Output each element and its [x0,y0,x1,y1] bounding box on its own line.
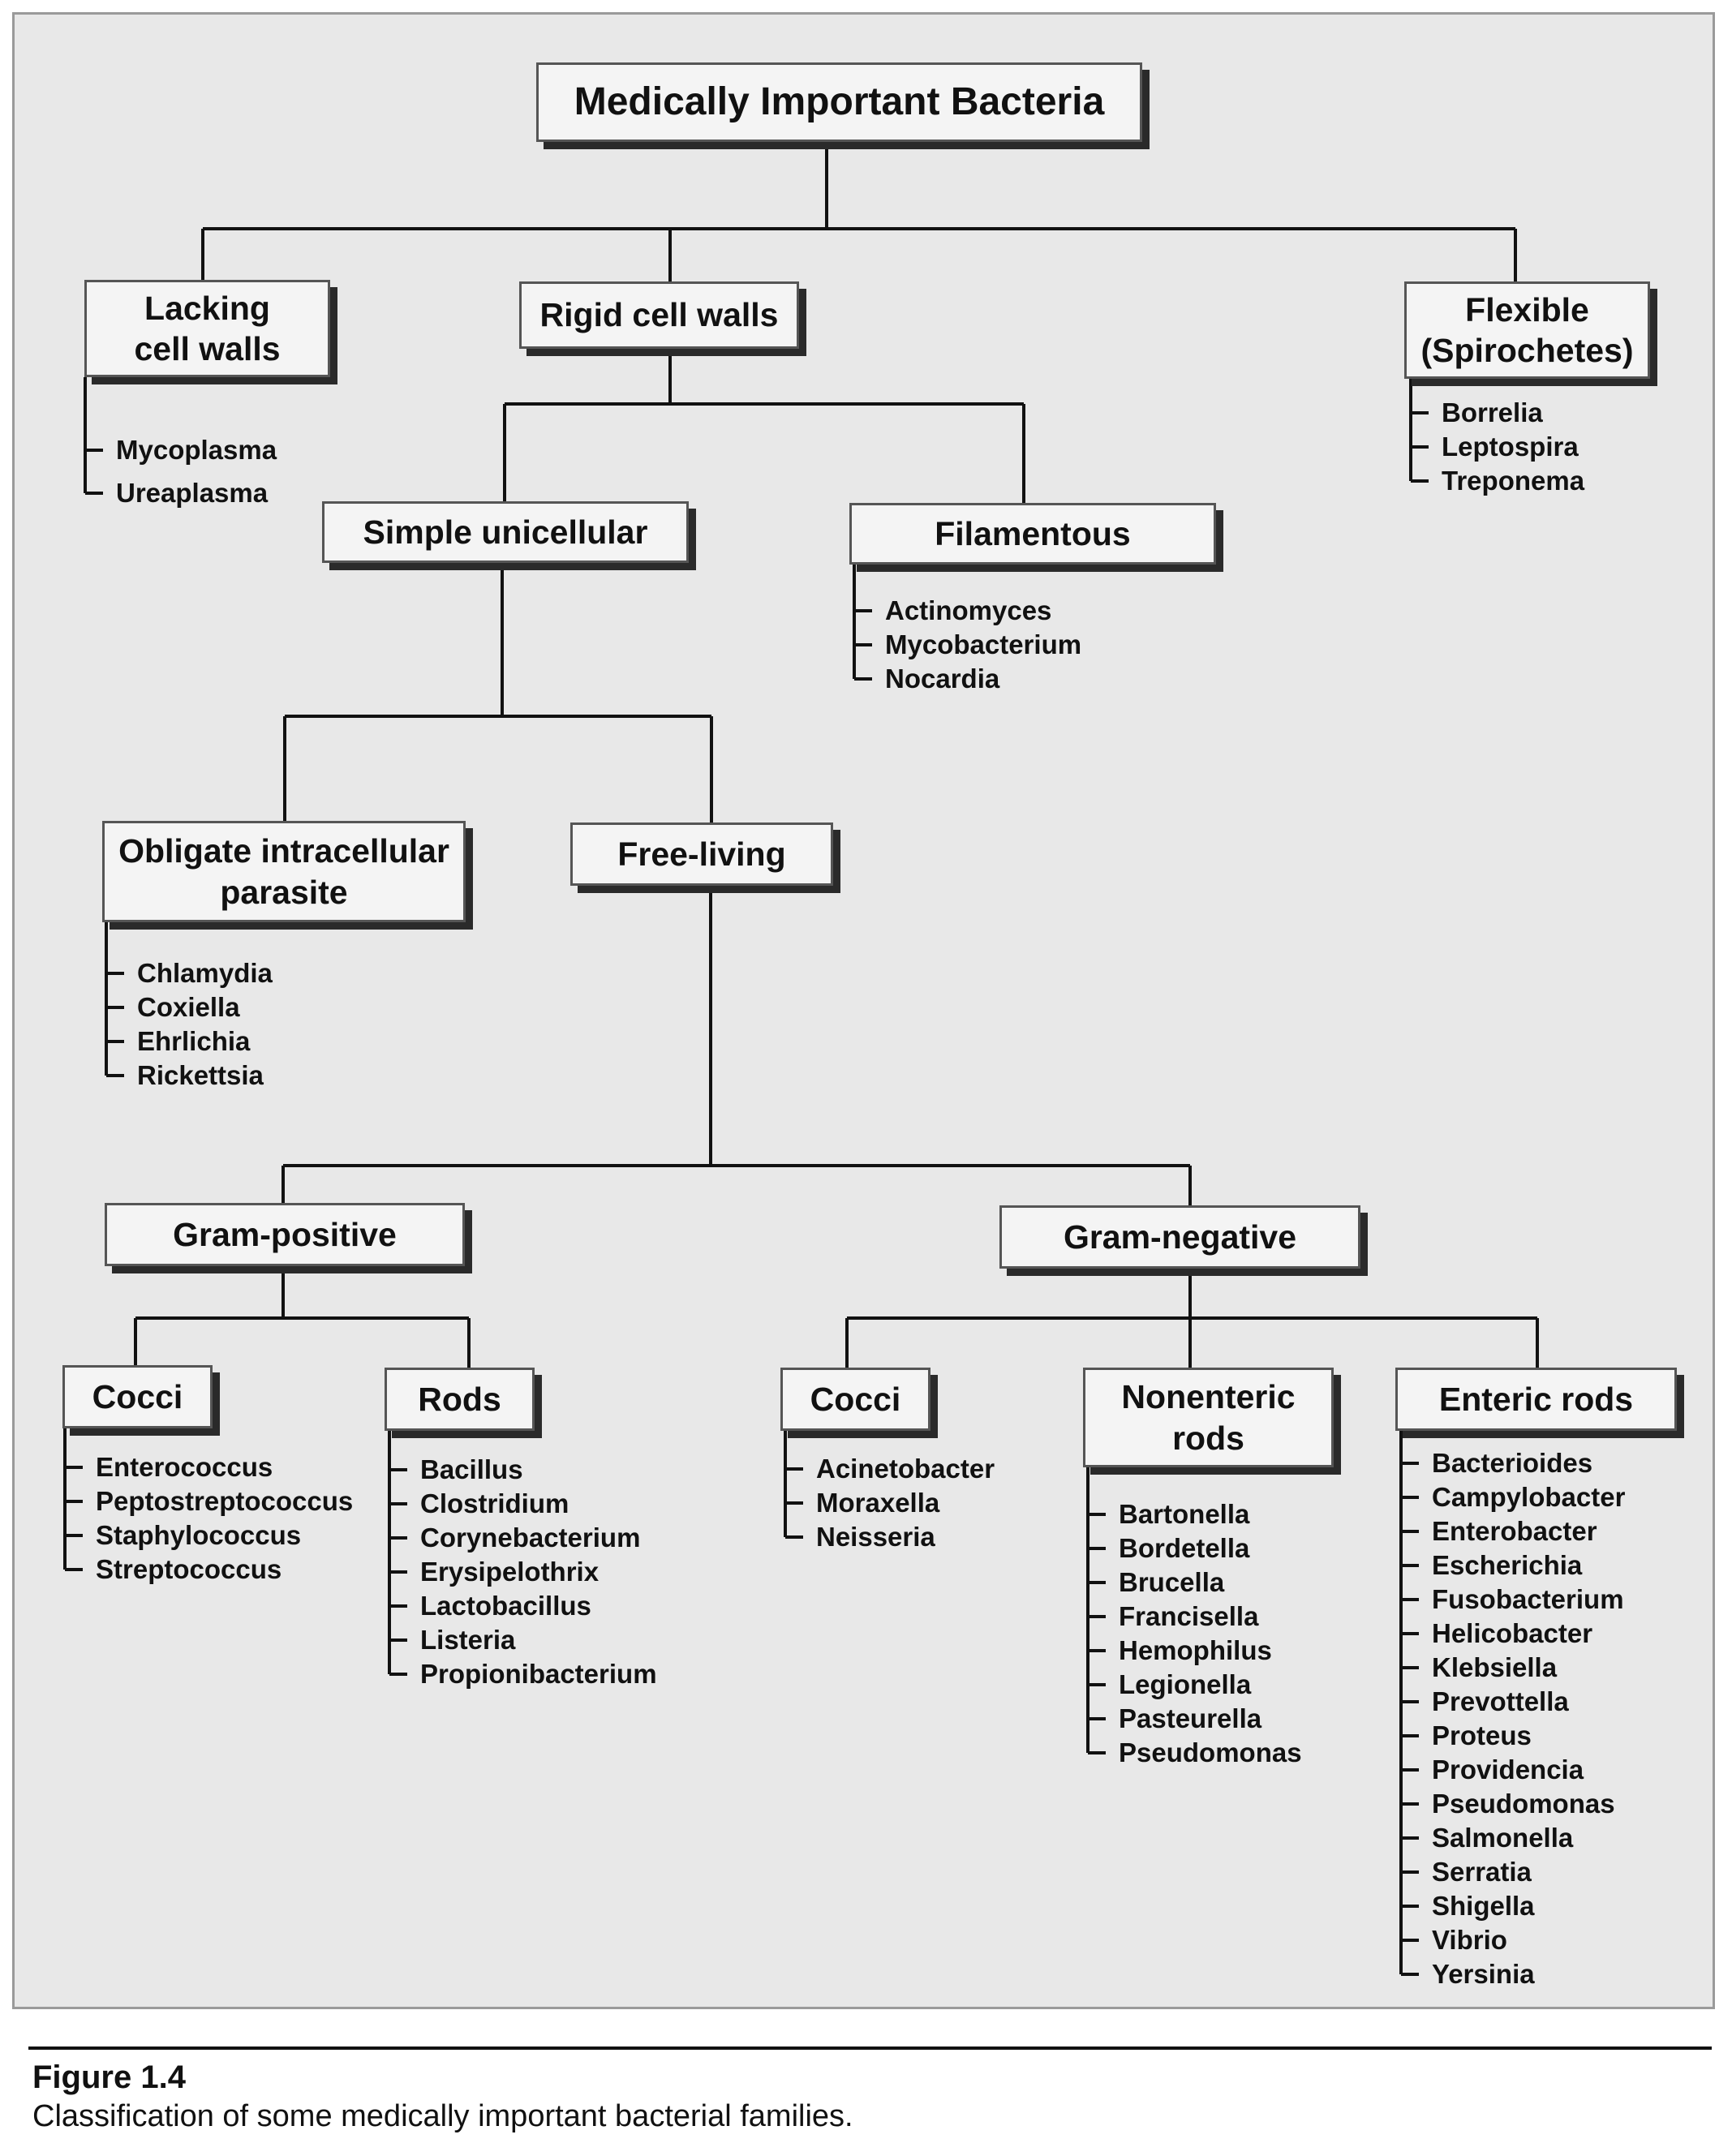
genus-nonenteric-bartonella: Bartonella [1119,1499,1250,1529]
node-free-living: Free-living [570,822,833,886]
genus-enteric-bacterioides: Bacterioides [1432,1448,1593,1478]
node-gram-positive-rods: Rods [385,1368,535,1431]
genus-nonenteric-legionella: Legionella [1119,1669,1252,1699]
genus-enteric-enterobacter: Enterobacter [1432,1516,1597,1546]
genus-enteric-helicobacter: Helicobacter [1432,1618,1593,1648]
genus-nonenteric-bordetella: Bordetella [1119,1533,1250,1563]
genus-enteric-prevottella: Prevottella [1432,1686,1569,1716]
genus-enteric-proteus: Proteus [1432,1720,1532,1750]
genus-obligate-coxiella: Coxiella [137,992,240,1022]
node-obligate-intracellular-parasite: Obligate intracellular parasite [102,821,466,922]
genus-enteric-vibrio: Vibrio [1432,1925,1507,1955]
genus-enteric-serratia: Serratia [1432,1857,1532,1887]
node-filamentous: Filamentous [849,503,1216,565]
genus-obligate-chlamydia: Chlamydia [137,958,273,988]
genus-enteric-yersinia: Yersinia [1432,1959,1535,1989]
figure-label: Figure 1.4 [32,2059,186,2095]
genus-nonenteric-pasteurella: Pasteurella [1119,1703,1262,1733]
genus-nonenteric-pseudomonas: Pseudomonas [1119,1737,1302,1767]
genus-nonenteric-hemophilus: Hemophilus [1119,1635,1272,1665]
genus-obligate-ehrlichia: Ehrlichia [137,1026,251,1056]
genus-enteric-campylobacter: Campylobacter [1432,1482,1626,1512]
genus-flexible-leptospira: Leptospira [1442,432,1579,462]
genus-enteric-fusobacterium: Fusobacterium [1432,1584,1624,1614]
caption-rule [28,2046,1712,2050]
node-gram-negative-cocci: Cocci [780,1368,930,1431]
node-simple-unicellular: Simple unicellular [322,501,689,563]
node-enteric-rods: Enteric rods [1395,1368,1677,1431]
genus-filamentous-nocardia: Nocardia [885,664,1000,694]
node-gram-positive: Gram-positive [105,1203,465,1266]
genus-enteric-klebsiella: Klebsiella [1432,1652,1558,1682]
genus-lacking-mycoplasma: Mycoplasma [116,435,277,465]
genus-enteric-shigella: Shigella [1432,1891,1535,1921]
genus-lacking-ureaplasma: Ureaplasma [116,478,269,508]
node-gram-positive-cocci: Cocci [62,1365,213,1428]
genus-gn_cocci-acinetobacter: Acinetobacter [816,1454,995,1484]
node-nonenteric-rods: Nonenteric rods [1083,1368,1334,1467]
genus-filamentous-actinomyces: Actinomyces [885,595,1052,625]
genus-gp_rods-lactobacillus: Lactobacillus [420,1591,591,1621]
figure-caption: Classification of some medically importa… [32,2099,853,2133]
node-rigid-cell-walls: Rigid cell walls [519,281,799,349]
genus-nonenteric-brucella: Brucella [1119,1567,1225,1597]
node-gram-negative: Gram-negative [999,1205,1360,1269]
genus-gp_cocci-enterococcus: Enterococcus [96,1452,273,1482]
node-flexible-spirochetes: Flexible (Spirochetes) [1404,281,1650,379]
genus-filamentous-mycobacterium: Mycobacterium [885,629,1082,659]
genus-enteric-pseudomonas: Pseudomonas [1432,1789,1615,1819]
genus-gp_rods-clostridium: Clostridium [420,1488,569,1518]
genus-enteric-salmonella: Salmonella [1432,1823,1574,1853]
genus-gp_rods-bacillus: Bacillus [420,1454,523,1484]
genus-obligate-rickettsia: Rickettsia [137,1060,264,1090]
genus-enteric-providencia: Providencia [1432,1754,1584,1784]
root-node: Medically Important Bacteria [536,62,1142,142]
genus-nonenteric-francisella: Francisella [1119,1601,1259,1631]
genus-flexible-treponema: Treponema [1442,466,1585,496]
genus-gp_rods-propionibacterium: Propionibacterium [420,1659,657,1689]
genus-enteric-escherichia: Escherichia [1432,1550,1583,1580]
genus-gn_cocci-neisseria: Neisseria [816,1522,935,1552]
genus-gp_cocci-peptostreptococcus: Peptostreptococcus [96,1486,354,1516]
genus-gp_rods-corynebacterium: Corynebacterium [420,1523,641,1553]
node-lacking-cell-walls: Lacking cell walls [84,280,330,377]
genus-gp_rods-listeria: Listeria [420,1625,516,1655]
genus-gp_cocci-staphylococcus: Staphylococcus [96,1520,302,1550]
genus-gp_rods-erysipelothrix: Erysipelothrix [420,1557,600,1587]
genus-gn_cocci-moraxella: Moraxella [816,1488,940,1518]
genus-gp_cocci-streptococcus: Streptococcus [96,1554,282,1584]
genus-flexible-borrelia: Borrelia [1442,397,1543,427]
